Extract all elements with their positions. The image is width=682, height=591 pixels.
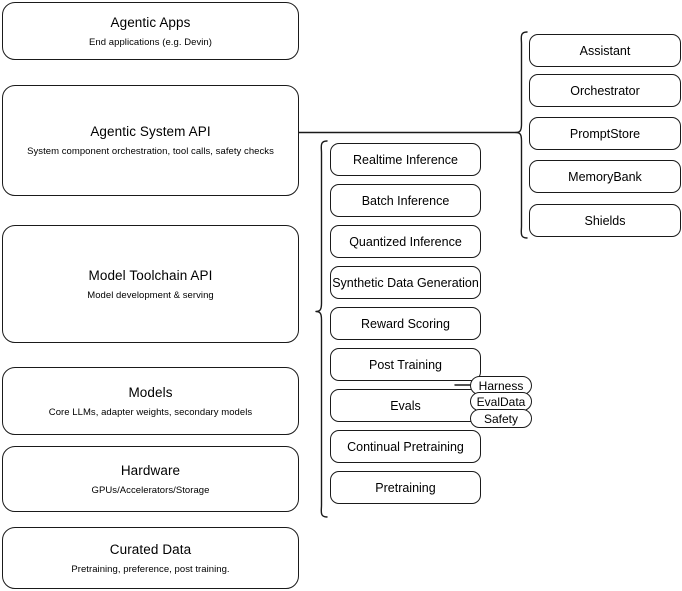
- capability-label: Quantized Inference: [349, 234, 462, 249]
- component-assistant[interactable]: Assistant: [529, 34, 681, 67]
- layer-subtitle: GPUs/Accelerators/Storage: [91, 484, 210, 496]
- layer-title: Agentic Apps: [110, 14, 191, 30]
- component-label: Orchestrator: [570, 83, 640, 98]
- layer-title: Agentic System API: [90, 124, 211, 139]
- component-label: PromptStore: [569, 126, 641, 141]
- capability-reward-scoring[interactable]: Reward Scoring: [330, 307, 481, 340]
- capability-label: Realtime Inference: [353, 152, 458, 167]
- layer-title: Hardware: [120, 462, 181, 478]
- capability-label: Reward Scoring: [361, 316, 450, 331]
- capability-pretraining[interactable]: Pretraining: [330, 471, 481, 504]
- eval-detail-label: Harness: [478, 378, 524, 393]
- capability-label: Evals: [390, 398, 421, 413]
- layer-hardware[interactable]: Hardware GPUs/Accelerators/Storage: [2, 446, 299, 512]
- component-label: Shields: [584, 213, 626, 228]
- layer-title: Model Toolchain API: [88, 267, 213, 283]
- capability-evals[interactable]: Evals: [330, 389, 481, 422]
- capability-quantized-inference[interactable]: Quantized Inference: [330, 225, 481, 258]
- component-memorybank[interactable]: MemoryBank: [529, 160, 681, 193]
- layer-subtitle: Pretraining, preference, post training.: [71, 563, 230, 575]
- capability-synthetic-data-generation[interactable]: Synthetic Data Generation: [330, 266, 481, 299]
- eval-detail-label: EvalData: [476, 394, 526, 409]
- layer-agentic-apps[interactable]: Agentic Apps End applications (e.g. Devi…: [2, 2, 299, 60]
- brace-components: [515, 31, 528, 239]
- eval-detail-safety[interactable]: Safety: [470, 409, 532, 428]
- component-label: MemoryBank: [568, 169, 642, 184]
- layer-subtitle: Core LLMs, adapter weights, secondary mo…: [48, 406, 253, 418]
- layer-curated-data[interactable]: Curated Data Pretraining, preference, po…: [2, 527, 299, 589]
- capability-batch-inference[interactable]: Batch Inference: [330, 184, 481, 217]
- layer-subtitle: System component orchestration, tool cal…: [27, 146, 274, 157]
- capability-label: Continual Pretraining: [347, 439, 464, 454]
- component-orchestrator[interactable]: Orchestrator: [529, 74, 681, 107]
- brace-capabilities: [315, 140, 328, 518]
- eval-detail-label: Safety: [483, 411, 519, 426]
- capability-label: Synthetic Data Generation: [332, 275, 479, 290]
- layer-model-toolchain-api[interactable]: Model Toolchain API Model development & …: [2, 225, 299, 343]
- component-label: Assistant: [579, 43, 631, 58]
- layer-title: Curated Data: [109, 541, 192, 557]
- component-shields[interactable]: Shields: [529, 204, 681, 237]
- layer-agentic-system-api[interactable]: Agentic System API System component orch…: [2, 85, 299, 196]
- component-promptstore[interactable]: PromptStore: [529, 117, 681, 150]
- capability-realtime-inference[interactable]: Realtime Inference: [330, 143, 481, 176]
- layer-subtitle: Model development & serving: [87, 289, 214, 301]
- layer-subtitle: End applications (e.g. Devin): [89, 36, 212, 48]
- capability-post-training[interactable]: Post Training: [330, 348, 481, 381]
- layer-models[interactable]: Models Core LLMs, adapter weights, secon…: [2, 367, 299, 435]
- capability-continual-pretraining[interactable]: Continual Pretraining: [330, 430, 481, 463]
- capability-label: Batch Inference: [361, 193, 450, 208]
- layer-title: Models: [128, 384, 173, 400]
- capability-label: Pretraining: [375, 480, 436, 495]
- capability-label: Post Training: [369, 357, 442, 372]
